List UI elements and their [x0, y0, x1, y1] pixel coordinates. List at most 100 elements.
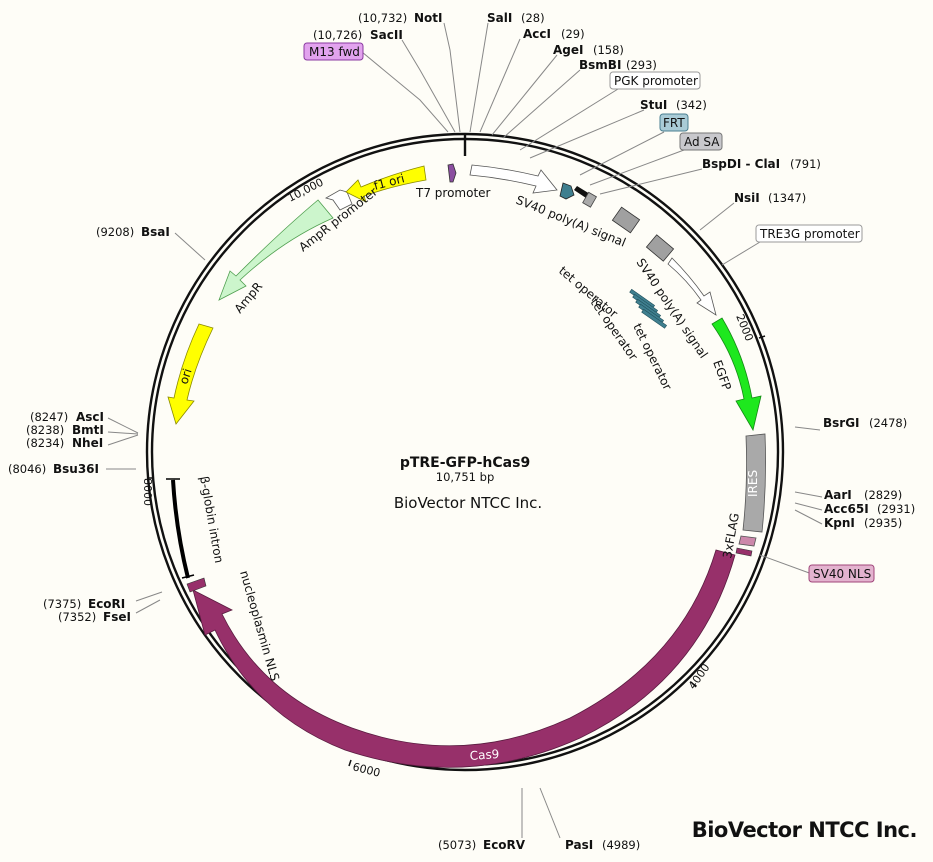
site-sali[interactable]: SalI (28) [487, 11, 545, 25]
feature-mark [574, 186, 590, 198]
tick-2000-mark [758, 335, 766, 339]
feature-beta-globin-intron[interactable] [171, 479, 190, 579]
label-box [609, 71, 701, 90]
site-fsei[interactable]: (7352)FseI [58, 610, 131, 624]
site-name: BsaI [141, 225, 170, 239]
site-pos: (28) [521, 11, 545, 25]
site-name: BmtI [72, 423, 104, 437]
feature-label-f1-ori: f1 ori [372, 171, 406, 193]
label-text: SV40 NLS [813, 567, 871, 581]
feature-ad-sa[interactable] [582, 191, 598, 208]
site-name: StuI [640, 98, 667, 112]
site-name: AgeI [553, 43, 583, 57]
feature-tet-operators[interactable] [629, 288, 668, 329]
site-pos: (2935) [864, 516, 902, 530]
feature-f1-ori[interactable] [345, 165, 427, 203]
feature-sv40-nls[interactable] [735, 547, 753, 557]
site-bsu36i[interactable]: (8046)Bsu36I [8, 462, 99, 476]
site-pos: (8234) [26, 436, 64, 450]
label-sv40-nls[interactable]: SV40 NLS [808, 564, 875, 583]
site-bspdi-clai[interactable]: BspDI - ClaI(791) [702, 157, 821, 171]
label-ad-sa[interactable]: Ad SA [679, 132, 723, 151]
feature-label-cas9: Cas9 [469, 747, 500, 763]
label-box [755, 224, 863, 243]
site-acci[interactable]: AccI(29) [523, 27, 585, 41]
site-pos: (791) [790, 157, 821, 171]
label-text: TRE3G promoter [759, 227, 860, 241]
site-name: NsiI [734, 191, 760, 205]
site-nhei[interactable]: (8234) NheI [26, 436, 103, 450]
site-pos: (2478) [869, 416, 907, 430]
site-name: SalI [487, 11, 512, 25]
feature-nucleoplasmin-nls[interactable] [186, 577, 207, 593]
feature-pgk-promoter[interactable] [469, 164, 558, 194]
label-box [659, 113, 689, 132]
feature-tre3g-promoter[interactable] [667, 257, 717, 316]
feature-cas9[interactable] [192, 549, 736, 768]
site-sacii[interactable]: (10,726)SacII [313, 28, 403, 42]
label-m13-fwd[interactable]: M13 fwd [303, 42, 364, 61]
site-pos: (29) [561, 27, 585, 41]
site-kpni[interactable]: KpnI (2935) [824, 516, 902, 530]
site-bsrgi[interactable]: BsrGI(2478) [823, 416, 907, 430]
site-pos: (9208) [96, 225, 134, 239]
feature-sv40-polya-2[interactable] [645, 234, 675, 262]
feature-ires[interactable] [742, 433, 766, 533]
site-acc65i[interactable]: Acc65I(2931) [824, 502, 915, 516]
feature-label-ori: ori [177, 367, 195, 386]
label-text: Ad SA [684, 135, 720, 149]
site-noti[interactable]: (10,732)NotI [358, 11, 443, 25]
feature-frt[interactable] [559, 182, 575, 200]
feature-label-t7-promoter: T7 promoter [415, 186, 491, 200]
site-nsii[interactable]: NsiI(1347) [734, 191, 806, 205]
tick-6000-mark [348, 759, 352, 767]
site-pos: (8247) [30, 410, 68, 424]
plasmid-subtitle: BioVector NTCC Inc. [394, 494, 542, 512]
site-asci[interactable]: (8247) AscI [30, 410, 104, 424]
site-pos: (158) [593, 43, 624, 57]
site-pos: (2829) [864, 488, 902, 502]
site-name: NheI [72, 436, 103, 450]
tick-4000-mark [690, 681, 697, 688]
site-bsai[interactable]: (9208) BsaI [96, 225, 170, 239]
site-name: EcoRI [88, 597, 125, 611]
label-pgk-promoter[interactable]: PGK promoter [609, 71, 701, 90]
feature-t7-promoter[interactable] [447, 163, 457, 183]
site-ecorv[interactable]: (5073)EcoRV [438, 838, 526, 852]
label-box [303, 42, 364, 61]
label-text: M13 fwd [309, 45, 360, 59]
feature-sv40-polya-1[interactable] [611, 206, 641, 234]
site-name: AarI [824, 488, 852, 502]
tick-10000: 10,000 [285, 176, 325, 205]
tick-8000: 8000 [141, 478, 154, 506]
feature-ori[interactable] [167, 323, 214, 425]
site-name: KpnI [824, 516, 855, 530]
label-text: FRT [663, 116, 685, 130]
label-box [679, 132, 723, 151]
site-stui[interactable]: StuI(342) [640, 98, 707, 112]
site-agei[interactable]: AgeI (158) [553, 43, 624, 57]
site-aari[interactable]: AarI (2829) [824, 488, 902, 502]
site-name: AscI [76, 410, 104, 424]
label-tre3g-promoter[interactable]: TRE3G promoter [755, 224, 863, 243]
feature-ampr-promoter[interactable] [324, 189, 353, 211]
site-bsmbi[interactable]: BsmBI(293) [579, 58, 657, 72]
site-ecori[interactable]: (7375) EcoRI [43, 597, 125, 611]
site-bmti[interactable]: (8238)BmtI [26, 423, 104, 437]
intron-cap-bottom [181, 574, 195, 579]
site-pos: (7375) [43, 597, 81, 611]
site-pos: (4989) [602, 838, 640, 852]
label-frt[interactable]: FRT [659, 113, 689, 132]
site-pos: (8046) [8, 462, 46, 476]
site-name: EcoRV [483, 838, 526, 852]
feature-3xflag[interactable] [738, 535, 757, 547]
feature-label-egfp: EGFP [710, 358, 734, 392]
feature-label-ires: IRES [746, 470, 760, 497]
label-box [808, 564, 875, 583]
feature-egfp[interactable] [711, 317, 762, 432]
site-pasi[interactable]: PasI(4989) [565, 838, 640, 852]
feature-ampr[interactable] [218, 199, 334, 301]
site-name: BsmBI [579, 58, 621, 72]
feature-label-sv40-polya-1: SV40 poly(A) signal [514, 193, 628, 250]
